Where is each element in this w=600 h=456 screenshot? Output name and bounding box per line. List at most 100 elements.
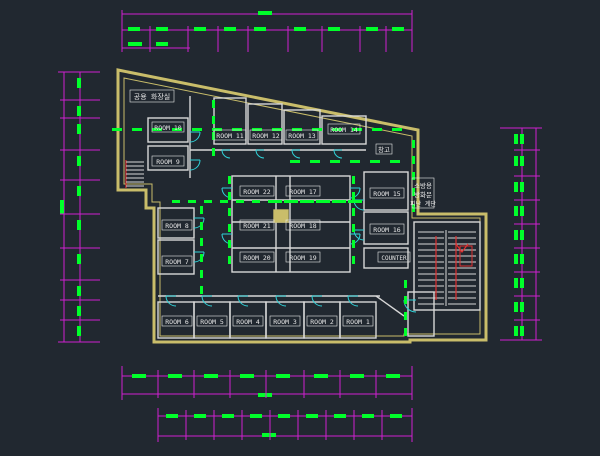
right-dash	[514, 278, 518, 288]
right-dash	[520, 254, 524, 264]
wall-dash	[300, 200, 308, 203]
room-21-label: ROOM 21	[239, 219, 275, 231]
wall-dash	[352, 224, 355, 232]
wall-dash	[404, 328, 407, 336]
bottom-dash	[194, 414, 206, 418]
wall-dash	[412, 156, 415, 164]
wall-dash	[284, 200, 292, 203]
bottom-dash	[390, 414, 402, 418]
wall-dash	[350, 160, 360, 163]
top-dash	[392, 27, 404, 31]
room-1-label: ROOM 1	[342, 315, 374, 327]
room-9-text: ROOM 9	[156, 158, 180, 166]
right-dash	[514, 230, 518, 240]
right-dash	[514, 206, 518, 216]
bottom-dash	[386, 374, 400, 378]
wall-dash	[152, 128, 162, 131]
wall-dash	[204, 200, 212, 203]
right-dash	[514, 182, 518, 192]
right-dash	[520, 278, 524, 288]
wall-dash	[352, 176, 355, 184]
storage-text: 창고	[378, 146, 390, 154]
bottom-dash	[222, 414, 234, 418]
wall-dash	[228, 224, 231, 232]
wall-dash	[172, 200, 180, 203]
wall-dash	[268, 200, 276, 203]
door-swing	[201, 295, 213, 307]
room-3-text: ROOM 3	[273, 318, 297, 326]
top-dash	[254, 27, 266, 31]
right-dash	[520, 302, 524, 312]
room-6-label: ROOM 6	[161, 315, 193, 327]
left-dash	[77, 220, 81, 230]
room-6-text: ROOM 6	[165, 318, 189, 326]
bottom-dash	[132, 374, 146, 378]
wall-dash	[200, 286, 203, 294]
door-swing	[189, 159, 201, 171]
room-2-label: ROOM 2	[306, 315, 338, 327]
wall-dash	[232, 128, 242, 131]
stairs	[125, 160, 476, 306]
wall-dash	[352, 128, 362, 131]
right-dash	[514, 254, 518, 264]
room-7-text: ROOM 7	[165, 258, 189, 266]
room-12-text: ROOM 12	[252, 132, 279, 140]
wall-dash	[192, 128, 202, 131]
fire-exit-label: 소방용 방화문 피난 계단	[410, 177, 436, 209]
bottom-dash	[350, 374, 364, 378]
room-14-text: ROOM 14	[330, 126, 357, 134]
bottom-dash	[168, 374, 182, 378]
door-swing	[333, 149, 343, 159]
left-dash	[77, 156, 81, 166]
door-swing	[291, 149, 301, 159]
room-10-label: ROOM 10	[151, 121, 185, 133]
door-swing	[275, 295, 287, 307]
right-dash	[520, 182, 524, 192]
wall-dash	[212, 128, 222, 131]
room-5-text: ROOM 5	[200, 318, 224, 326]
restroom-text: 공용 화장실	[134, 92, 170, 101]
counter-text: COUNTER	[381, 255, 407, 262]
room-15-text: ROOM 15	[373, 190, 400, 198]
bottom-dash	[362, 414, 374, 418]
room-20-label: ROOM 20	[239, 251, 275, 263]
top-dash	[128, 27, 140, 31]
wall-dash	[290, 160, 300, 163]
bottom-dash	[250, 414, 262, 418]
left-dash	[77, 78, 81, 88]
wall-dash	[132, 128, 142, 131]
room-20-text: ROOM 20	[243, 254, 270, 262]
left-dimension-chain	[58, 71, 100, 343]
wall-dash	[200, 254, 203, 262]
dimension-dashes	[112, 100, 415, 336]
door-swing	[221, 187, 233, 199]
wall-dash	[404, 312, 407, 320]
door-swing	[349, 187, 361, 199]
wall-dash	[200, 270, 203, 278]
top-dash	[294, 27, 306, 31]
room-16-text: ROOM 16	[373, 226, 400, 234]
room-4-label: ROOM 4	[232, 315, 264, 327]
bottom-dash	[306, 414, 318, 418]
room-3-label: ROOM 3	[269, 315, 301, 327]
wall-dash	[200, 222, 203, 230]
top-dash	[156, 27, 168, 31]
restroom-label: 공용 화장실	[129, 89, 175, 103]
wall-dash	[390, 160, 400, 163]
room-12-label: ROOM 12	[249, 129, 283, 141]
bottom-dash	[334, 414, 346, 418]
right-dash	[514, 134, 518, 144]
counter-label: COUNTER	[377, 251, 411, 263]
left-dash	[77, 306, 81, 316]
room-11-label: ROOM 11	[213, 129, 247, 141]
room-17-text: ROOM 17	[289, 188, 316, 196]
wall-dash	[372, 128, 382, 131]
wall-dash	[212, 116, 215, 124]
wall-dash	[404, 296, 407, 304]
right-dash	[520, 326, 524, 336]
room-5-label: ROOM 5	[196, 315, 228, 327]
bottom-dimension-chain	[121, 366, 413, 442]
wall-dash	[332, 128, 342, 131]
room-21-text: ROOM 21	[243, 222, 270, 230]
